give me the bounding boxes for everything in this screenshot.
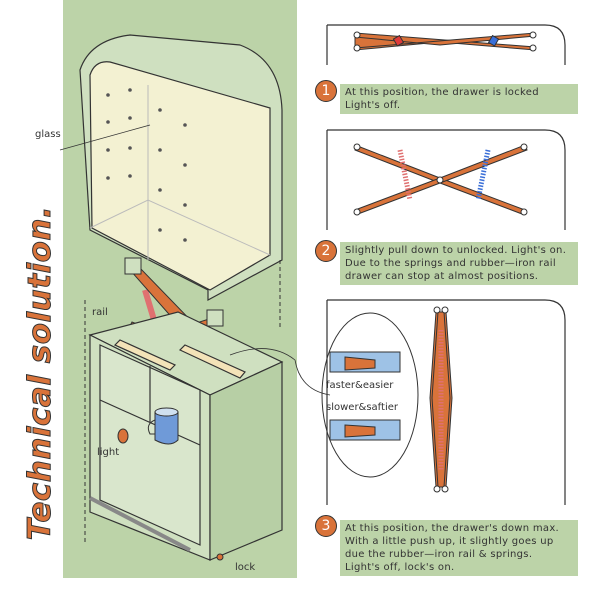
step-3-text: At this position, the drawer's down max.… xyxy=(340,520,578,576)
label-rail: rail xyxy=(92,307,108,318)
diagram-1-locked xyxy=(353,31,537,52)
step-3-badge: 3 xyxy=(315,515,337,537)
step-1-text: At this position, the drawer is locked L… xyxy=(340,84,578,114)
step-2-text: Slightly pull down to unlocked. Light's … xyxy=(340,242,578,285)
light-icon xyxy=(117,428,129,444)
bubble-leader xyxy=(229,348,331,396)
lock-icon xyxy=(216,553,224,561)
diagram-3-down-max xyxy=(429,306,453,493)
label-slower-saftier: slower&saftier xyxy=(326,402,399,413)
detail-bubble xyxy=(321,312,419,478)
diagram-2-unlocked xyxy=(353,143,528,216)
glass-holes xyxy=(106,88,187,242)
cabinet xyxy=(88,311,284,561)
diagram-frames xyxy=(326,24,566,505)
page-title: Technical solution. xyxy=(22,205,59,541)
glass-cover xyxy=(79,34,283,302)
step-1-badge: 1 xyxy=(315,80,337,102)
label-light: light xyxy=(97,447,119,458)
label-glass: glass xyxy=(35,129,61,140)
rail-detail-faster xyxy=(329,351,401,441)
mug-icon xyxy=(147,407,179,445)
label-faster-easier: faster&easier xyxy=(326,380,394,391)
step-2-badge: 2 xyxy=(315,240,337,262)
label-lock: lock xyxy=(235,562,255,573)
glass-leader xyxy=(59,124,151,151)
